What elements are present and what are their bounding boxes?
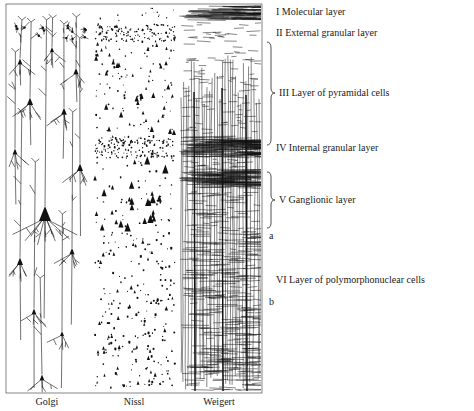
- nissl-column: [93, 8, 176, 389]
- layer-label: IV Internal granular layer: [275, 142, 379, 154]
- neuron-somata: [13, 24, 87, 380]
- sublayer-letter: b: [268, 296, 275, 308]
- illustration-frame: [6, 4, 262, 393]
- column-label: Golgi: [35, 396, 60, 408]
- layer-label: V Ganglionic layer: [278, 194, 356, 206]
- layer-bracket: [267, 172, 275, 228]
- myelin-fibres: [179, 6, 261, 391]
- weigert-column: [179, 6, 261, 391]
- sublayer-letter: a: [268, 230, 274, 242]
- nissl-cells: [93, 8, 176, 389]
- layer-label: III Layer of pyramidal cells: [278, 87, 391, 99]
- column-label: Weigert: [202, 396, 235, 408]
- layer-bracket: [267, 42, 275, 145]
- layer-label: II External granular layer: [275, 27, 378, 39]
- layer-label: I Molecular layer: [275, 6, 346, 18]
- radial-fibre-bundles: [194, 88, 247, 391]
- dendrite-lines: [7, 13, 88, 392]
- column-label: Nissl: [123, 396, 146, 408]
- golgi-column: [7, 13, 88, 392]
- layer-label: VI Layer of polymorphonuclear cells: [275, 274, 426, 286]
